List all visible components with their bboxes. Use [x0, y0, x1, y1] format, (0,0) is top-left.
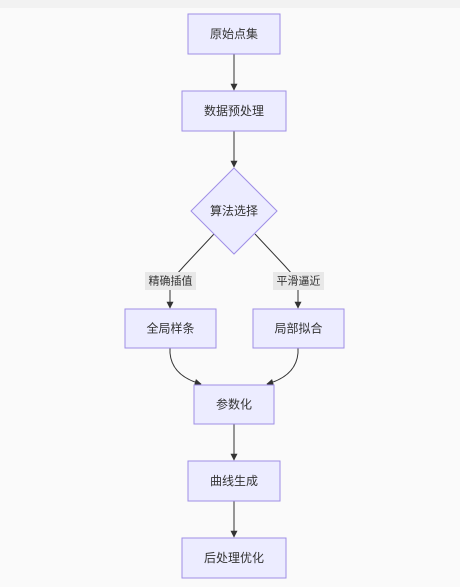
node-parameterize-label: 参数化 [216, 397, 252, 412]
node-global-spline-label: 全局样条 [146, 321, 194, 336]
node-raw-points-label: 原始点集 [210, 26, 258, 41]
node-algo-select-label: 算法选择 [210, 203, 258, 218]
node-raw-points[interactable]: 原始点集 [187, 13, 281, 55]
node-local-fit-label: 局部拟合 [274, 321, 322, 336]
edge-label-exact-interp-text: 精确插值 [149, 274, 193, 288]
node-curve-gen[interactable]: 曲线生成 [187, 460, 281, 502]
edge-select-to-local [254, 233, 302, 309]
edge-label-smooth-approx-text: 平滑逼近 [277, 275, 321, 288]
node-postprocess-label: 后处理优化 [204, 551, 264, 565]
node-global-spline[interactable]: 全局样条 [124, 308, 217, 349]
edge-select-to-global [166, 233, 215, 309]
edge-label-smooth-approx: 平滑逼近 [273, 272, 324, 290]
node-parameterize[interactable]: 参数化 [193, 384, 275, 425]
node-preprocess-label: 数据预处理 [204, 103, 264, 118]
node-postprocess[interactable]: 后处理优化 [181, 537, 287, 579]
edge-local-to-param [266, 348, 299, 386]
node-preprocess[interactable]: 数据预处理 [181, 90, 287, 132]
edge-label-exact-interp: 精确插值 [145, 272, 196, 290]
node-algo-select[interactable]: 算法选择 [190, 167, 278, 255]
edge-global-to-param [169, 348, 202, 386]
node-curve-gen-label: 曲线生成 [210, 474, 258, 488]
top-strip [0, 0, 460, 8]
node-local-fit[interactable]: 局部拟合 [252, 308, 345, 349]
